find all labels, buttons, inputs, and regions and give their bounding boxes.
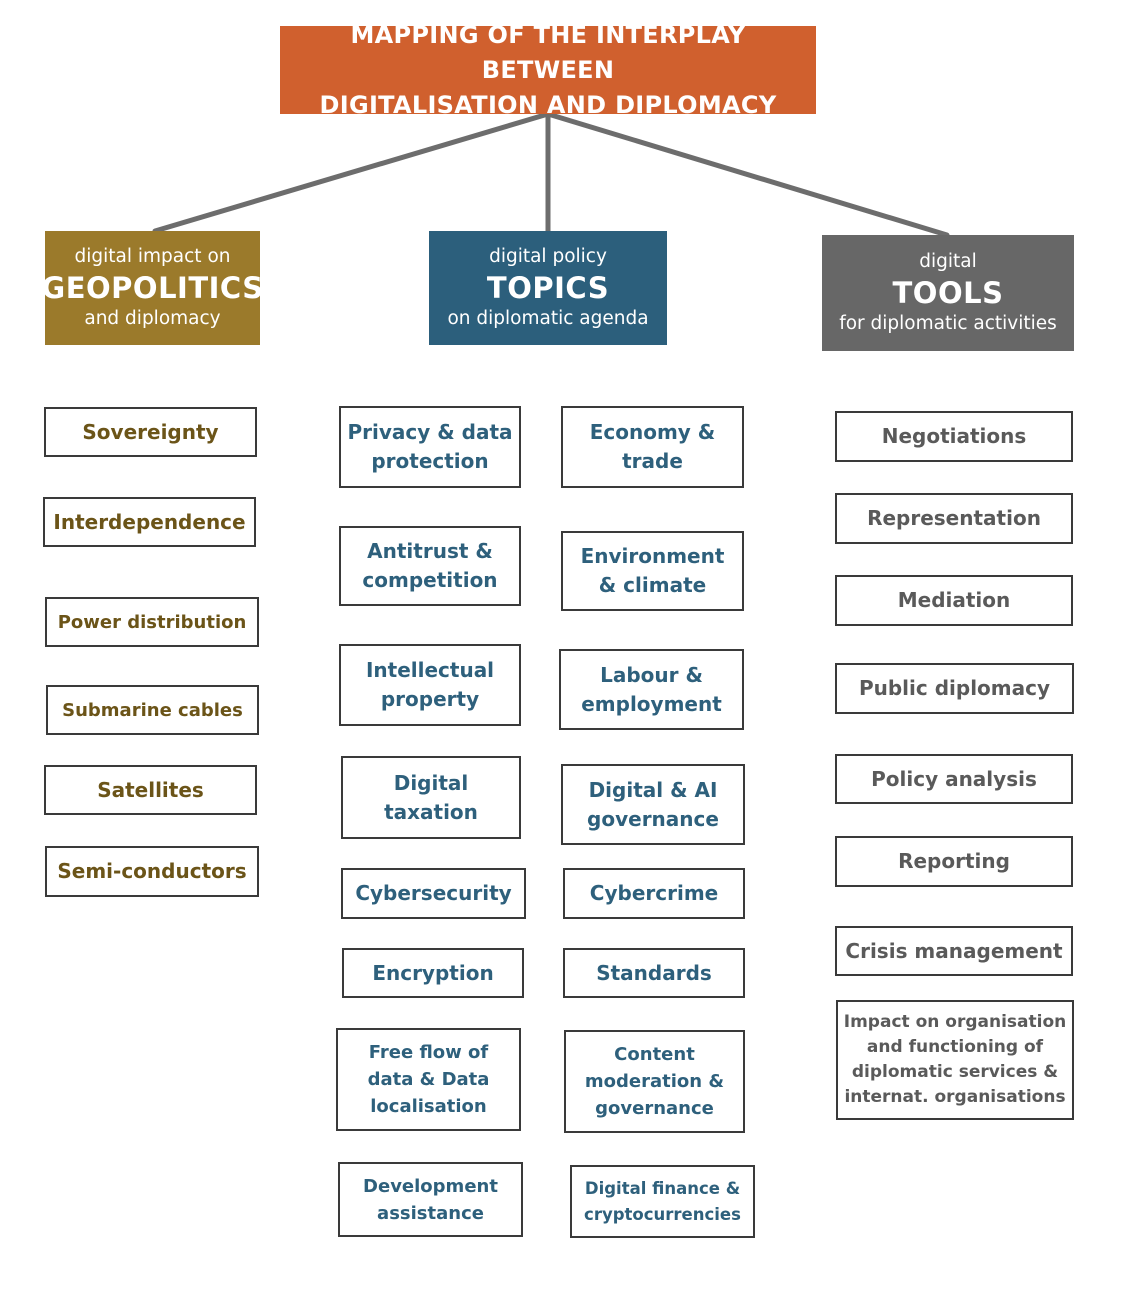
topic-label-line: cryptocurrencies [584,1204,741,1224]
geopolitics-item-label: Semi-conductors [57,859,247,883]
topics-header-main: TOPICS [486,271,610,305]
tool-note-line: internat. organisations [844,1087,1066,1107]
topic-privacy-data-protection: Privacy & data protection [339,406,521,488]
geopolitics-header-bottom: and diplomacy [84,308,221,329]
topic-digital-finance-cryptocurrencies: Digital finance & cryptocurrencies [570,1165,755,1238]
geopolitics-item-semi-conductors: Semi-conductors [45,846,259,897]
main-title-line-2: DIGITALISATION AND DIPLOMACY [319,90,777,119]
connector-to-geopolitics [152,111,551,234]
geopolitics-item-label: Interdependence [53,509,246,534]
geopolitics-item-label: Satellites [97,777,204,802]
tool-reporting: Reporting [835,836,1073,887]
connector-to-tools [545,111,950,238]
topic-label-line: trade [622,449,683,473]
topic-labour-employment: Labour & employment [559,649,744,730]
topics-header-bottom: on diplomatic agenda [447,308,649,329]
tool-policy-analysis: Policy analysis [835,754,1073,804]
topic-label-line: Intellectual [365,658,495,682]
topic-cybersecurity: Cybersecurity [341,868,526,919]
topic-standards: Standards [563,948,745,998]
main-title-line-1: MAPPING OF THE INTERPLAY BETWEEN [350,20,746,84]
geopolitics-item-interdependence: Interdependence [43,497,256,547]
geopolitics-item-label: Submarine cables [62,699,243,721]
tool-negotiations: Negotiations [835,411,1073,462]
topic-label-line: governance [587,806,719,831]
topic-label-line: data & Data [367,1069,490,1090]
geopolitics-header-top: digital impact on [74,246,231,267]
tool-representation: Representation [835,493,1073,544]
topic-label-line: Cybercrime [589,881,719,905]
tool-label: Reporting [898,849,1010,873]
tool-label: Crisis management [845,938,1063,963]
tool-crisis-management: Crisis management [835,926,1073,976]
geopolitics-header: digital impact on GEOPOLITICS and diplom… [41,231,263,345]
topic-intellectual-property: Intellectual property [339,644,521,726]
tool-impact-note: Impact on organisation and functioning o… [836,1000,1074,1120]
geopolitics-item-label: Power distribution [57,611,247,633]
topic-label-line: Privacy & data [347,420,513,444]
tool-note-line: diplomatic services & [851,1062,1059,1082]
tool-label: Negotiations [881,424,1027,448]
topic-label-line: moderation & [584,1071,725,1092]
topic-label-line: Labour & [600,662,703,687]
topic-label-line: Digital & AI [588,777,718,802]
topic-label-line: Free flow of [368,1042,489,1063]
topic-label-line: & climate [598,573,707,597]
tools-header-main: TOOLS [892,276,1004,310]
topic-antitrust-competition: Antitrust & competition [339,526,521,606]
tool-note-line: and functioning of [866,1037,1044,1057]
topic-content-moderation: Content moderation & governance [564,1030,745,1133]
geopolitics-item-power-distribution: Power distribution [45,597,259,647]
topic-label-line: localisation [370,1096,487,1117]
tools-header: digital TOOLS for diplomatic activities [822,235,1074,351]
tool-label: Representation [867,506,1041,530]
topic-development-assistance: Development assistance [338,1162,523,1237]
topics-header: digital policy TOPICS on diplomatic agen… [429,231,667,345]
topic-label-line: Development [363,1175,498,1197]
main-title: MAPPING OF THE INTERPLAY BETWEEN DIGITAL… [280,21,816,119]
topic-label-line: Standards [596,960,712,985]
topic-label-line: Cybersecurity [355,881,512,905]
topic-label-line: Antitrust & [367,539,493,563]
tool-label: Mediation [897,588,1011,612]
geopolitics-item-submarine-cables: Submarine cables [46,685,259,735]
topic-label-line: property [380,687,480,711]
topic-label-line: Digital finance & [584,1178,741,1198]
topic-label-line: taxation [384,799,478,824]
tool-label: Public diplomacy [858,676,1051,700]
topic-label-line: protection [371,449,489,473]
topic-label-line: Digital [393,770,469,795]
topic-label-line: Encryption [372,960,494,985]
topics-header-top: digital policy [489,246,607,267]
geopolitics-item-sovereignty: Sovereignty [44,407,257,457]
topic-economy-trade: Economy & trade [561,406,744,488]
topic-free-flow-of-data: Free flow of data & Data localisation [336,1028,521,1131]
topic-label-line: employment [581,691,722,716]
geopolitics-header-main: GEOPOLITICS [41,271,264,305]
topic-label-line: assistance [377,1202,484,1224]
tool-note-line: Impact on organisation [843,1012,1067,1032]
topic-label-line: Environment [580,544,725,568]
geopolitics-item-satellites: Satellites [44,765,257,815]
tool-public-diplomacy: Public diplomacy [835,663,1074,714]
tool-label: Policy analysis [871,766,1037,791]
topic-digital-taxation: Digital taxation [341,756,521,839]
tool-mediation: Mediation [835,575,1073,626]
topic-label-line: Economy & [589,420,716,444]
topic-encryption: Encryption [342,948,524,998]
geopolitics-item-label: Sovereignty [82,419,219,444]
topic-cybercrime: Cybercrime [563,868,745,919]
tools-header-top: digital [919,251,977,272]
tools-header-bottom: for diplomatic activities [839,313,1057,334]
topic-label-line: Content [614,1044,695,1065]
topic-digital-ai-governance: Digital & AI governance [561,764,745,845]
topic-label-line: competition [362,568,498,592]
topic-label-line: governance [595,1098,714,1119]
topic-environment-climate: Environment & climate [561,531,744,611]
